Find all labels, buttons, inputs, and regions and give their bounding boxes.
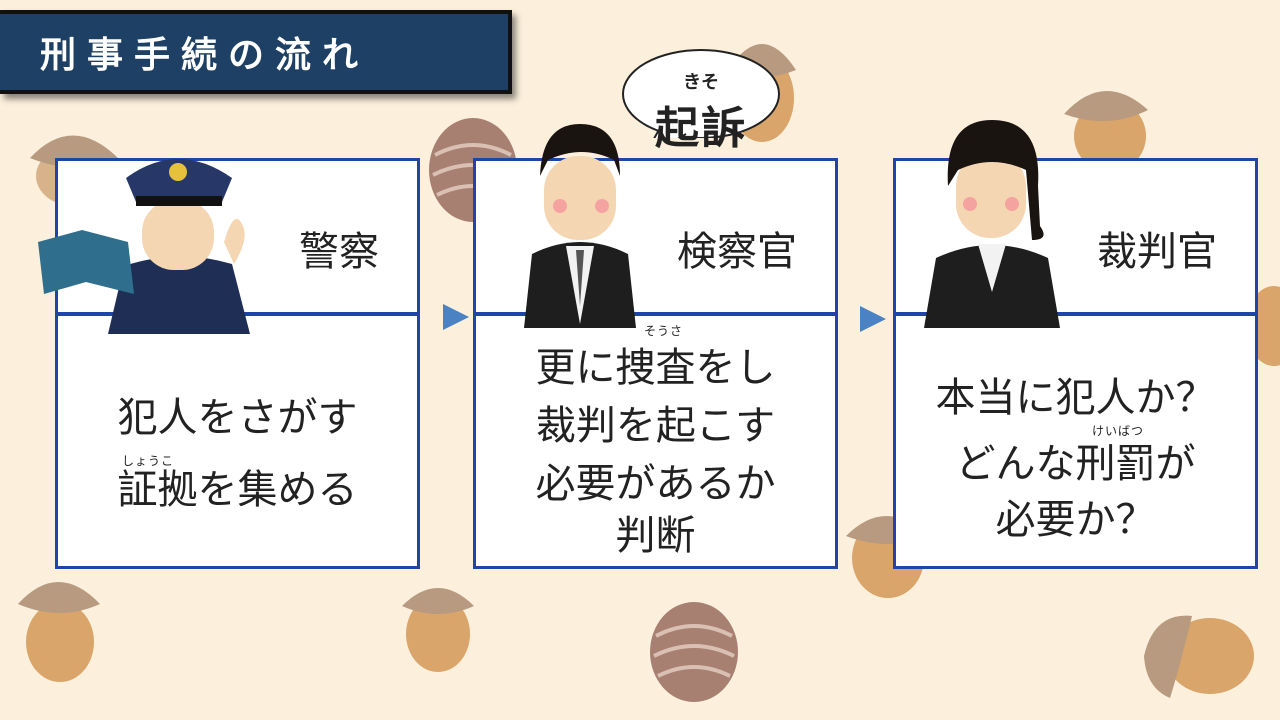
police-officer-icon — [38, 159, 250, 334]
body-line: 本当に犯人か？ — [935, 375, 1216, 421]
body-line: 必要か？ — [995, 497, 1156, 543]
arrow-right-icon — [443, 304, 469, 330]
body-line: 裁判を起こす — [535, 403, 776, 449]
body-line: 犯人をさがす — [117, 395, 358, 441]
prosecutor-icon — [524, 124, 636, 328]
body-line: 更に捜査をし — [535, 345, 776, 391]
role-label: 裁判官 — [1097, 229, 1217, 275]
role-label: 検察官 — [677, 229, 797, 275]
bubble-word: 起訴 — [655, 103, 747, 154]
speech-bubble-icon: きそ 起訴 — [620, 20, 782, 154]
panel-judge-body: けいばつ 本当に犯人か？ どんな刑罰が 必要か？ — [893, 313, 1258, 569]
ruby-annotation: そうさ — [644, 324, 684, 338]
pinecone-icon — [650, 602, 738, 702]
acorn-icon — [1064, 90, 1148, 172]
bubble-ruby: きそ — [683, 72, 719, 93]
body-line: どんな刑罰が — [955, 441, 1196, 487]
body-line: 判断 — [615, 513, 696, 559]
body-line: 必要があるか — [535, 461, 776, 507]
panel-police-body: しょうこ 犯人をさがす 証拠を集める — [55, 313, 420, 569]
ruby-annotation: しょうこ — [122, 454, 175, 468]
ruby-annotation: けいばつ — [1092, 424, 1145, 438]
page-title: 刑事手続の流れ — [40, 35, 370, 76]
acorn-icon — [1144, 615, 1254, 698]
title-bar: 刑事手続の流れ — [0, 10, 512, 94]
acorn-icon — [18, 582, 100, 682]
acorn-icon — [402, 588, 474, 672]
body-line: 証拠を集める — [117, 467, 358, 513]
panel-prosecutor-body: そうさ 更に捜査をし 裁判を起こす 必要があるか 判断 — [473, 313, 838, 569]
role-label: 警察 — [299, 229, 379, 275]
judge-icon — [924, 120, 1060, 328]
arrow-right-icon — [860, 306, 886, 332]
